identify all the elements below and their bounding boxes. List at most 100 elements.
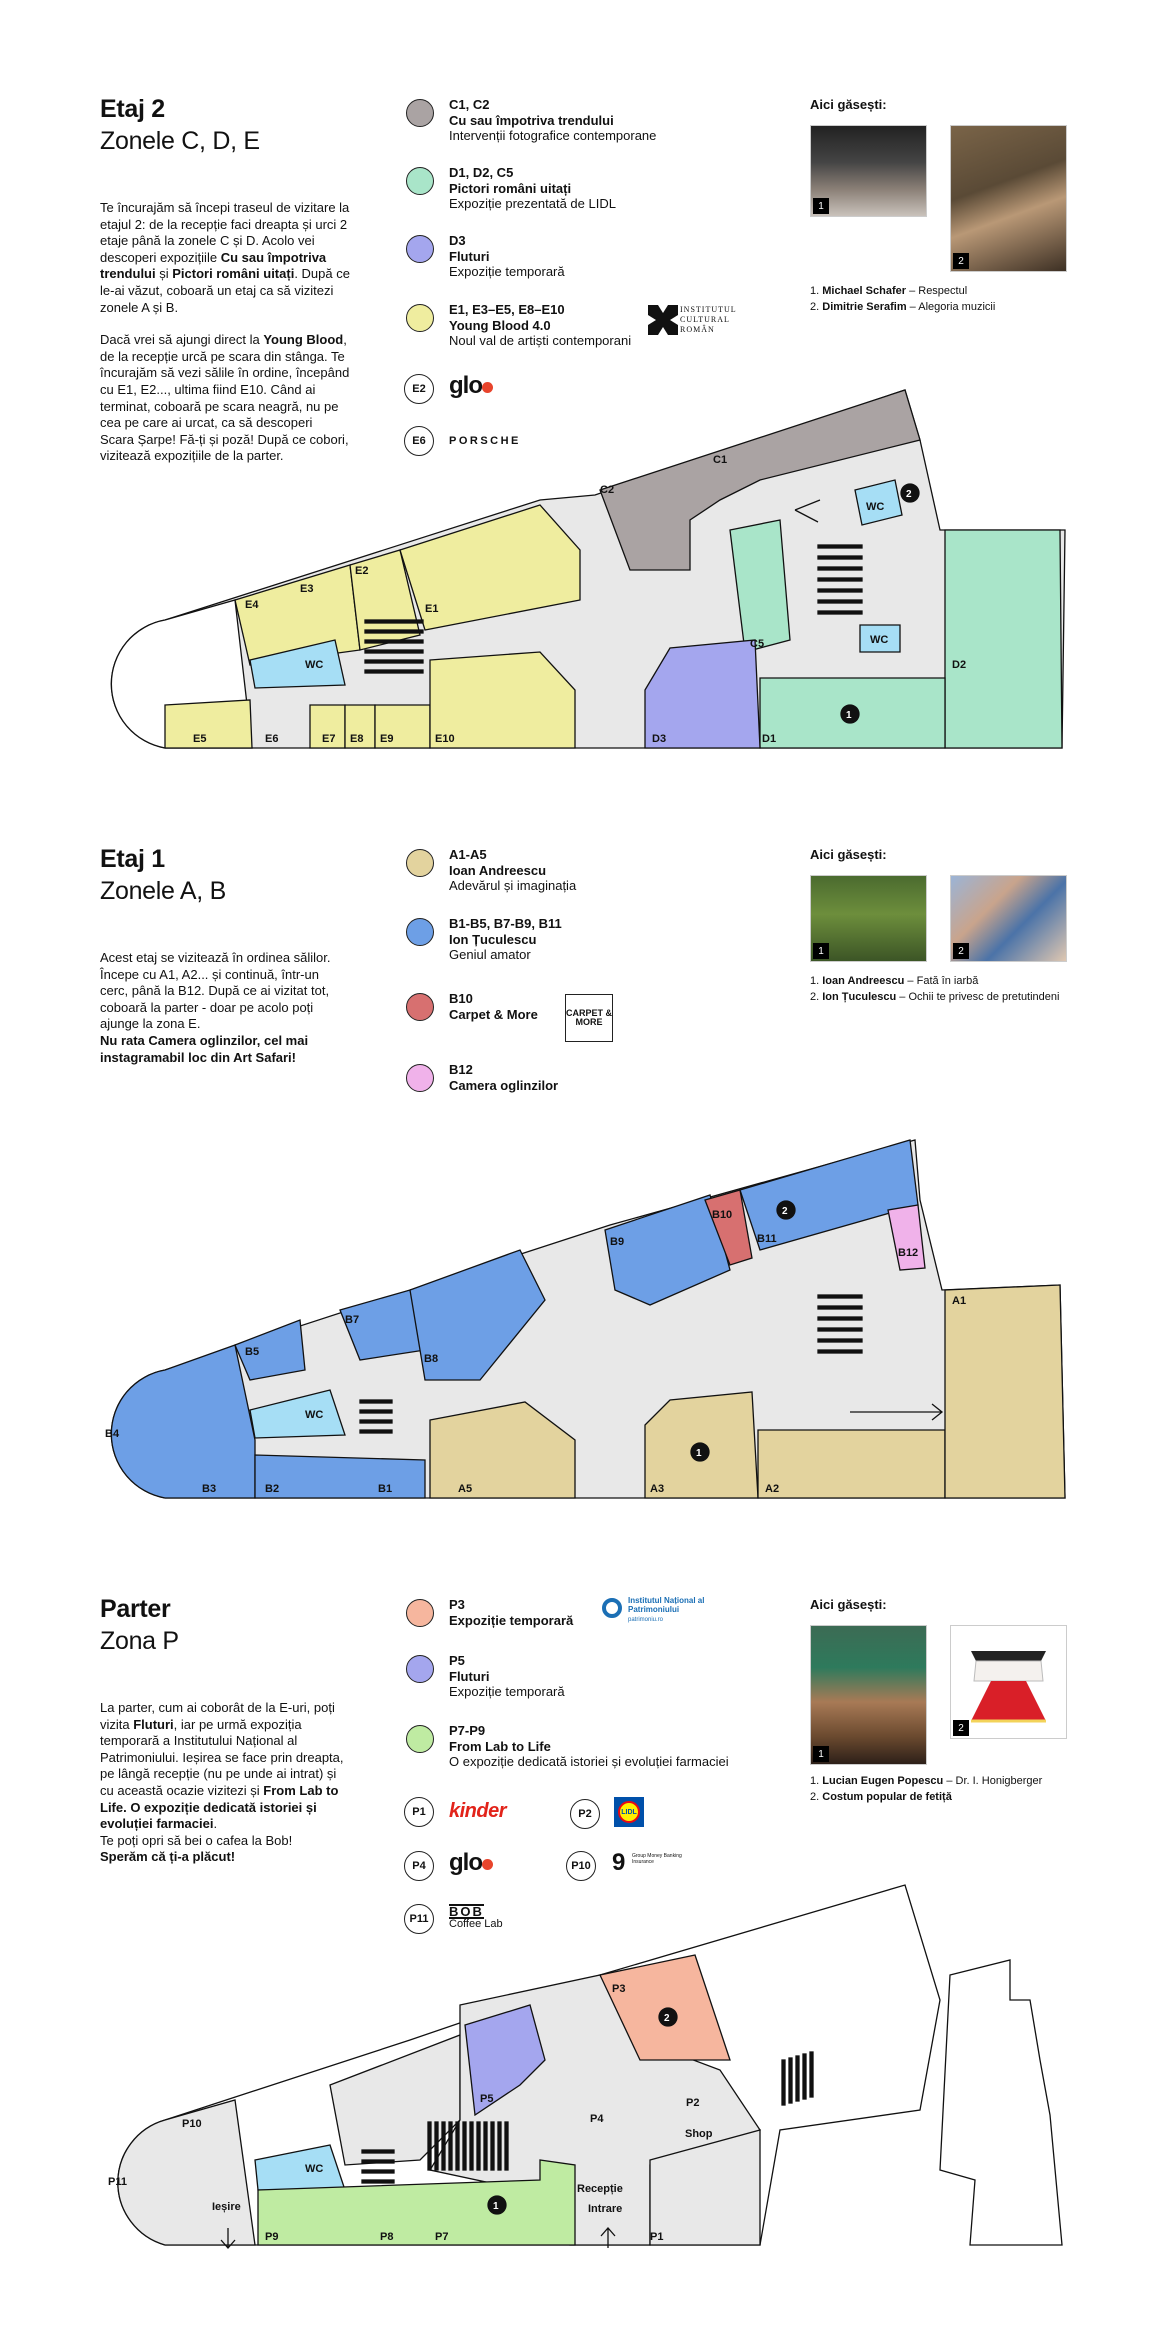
- photo-respectul: 1: [810, 125, 927, 217]
- glo-dot-icon-p4: [482, 1859, 493, 1870]
- room-a2: [757, 1429, 946, 1499]
- floor0-intro: La parter, cum ai coborât de la E-uri, p…: [100, 1700, 344, 1865]
- badge-e6: E6: [404, 426, 434, 456]
- label-b10: B10: [712, 1209, 732, 1221]
- arrow-a1: [850, 1403, 944, 1421]
- label-a5: A5: [458, 1483, 472, 1495]
- room-a1: [944, 1284, 1066, 1499]
- label-p1: P1: [650, 2231, 663, 2243]
- legend-dot-pink: [406, 1064, 434, 1092]
- room-b10: [704, 1189, 753, 1266]
- stairs-floor0-left: [361, 2149, 395, 2184]
- label-p7: P7: [435, 2231, 448, 2243]
- label-shop: Shop: [685, 2128, 713, 2140]
- photo-fata-in-iarba: 1: [810, 875, 927, 962]
- label-a1: A1: [952, 1295, 966, 1307]
- room-p7-p9: [257, 2159, 576, 2246]
- photo-alegoria-muzicii: 2: [950, 125, 1067, 272]
- bob-logo: BOB: [449, 1904, 484, 1919]
- label-wc-c-mid: WC: [870, 634, 888, 646]
- floor2-title: Etaj 2: [100, 95, 165, 123]
- label-p3: P3: [612, 1983, 625, 1995]
- room-e10: [429, 651, 576, 749]
- room-b8: [409, 1249, 546, 1381]
- label-a2: A2: [765, 1483, 779, 1495]
- label-wc-c-top: WC: [866, 501, 884, 513]
- floor1-intro: Acest etaj se vizitează în ordinea sălil…: [100, 950, 331, 1065]
- label-receptie: Recepție: [577, 2183, 623, 2195]
- marker-2-floor1: [776, 1200, 796, 1220]
- wc-e: [249, 639, 346, 689]
- marker-1-floor0: [487, 2195, 507, 2215]
- floor0-annex: [939, 1959, 1063, 2246]
- label-b11: B11: [757, 1233, 777, 1245]
- label-b2: B2: [265, 1483, 279, 1495]
- room-e5: [164, 699, 253, 749]
- floor1-captions: 1. Ioan Andreescu – Fată în iarbă 2. Ion…: [810, 975, 1060, 1003]
- marker-1-floor2: [840, 704, 860, 724]
- inp-logo-icon: [602, 1598, 622, 1618]
- room-b12: [887, 1204, 926, 1271]
- room-d2: [944, 529, 1063, 749]
- label-intrare: Intrare: [588, 2203, 622, 2215]
- badge-p1: P1: [404, 1797, 434, 1827]
- lidl-logo-text: LIDL: [618, 1801, 640, 1823]
- stairs-floor0-right: [781, 2051, 814, 2106]
- label-wc-floor1: WC: [305, 1409, 323, 1421]
- floor0-subtitle: Zona P: [100, 1627, 179, 1655]
- label-c5: C5: [750, 638, 764, 650]
- arrow-e2: [794, 499, 821, 523]
- arrow-iesire-icon: [220, 2228, 236, 2249]
- legend-dot-mint: [406, 167, 434, 195]
- room-e1: [399, 504, 581, 631]
- badge-p10: P10: [566, 1851, 596, 1881]
- icr-logo-icon: [648, 305, 678, 335]
- label-e2: E2: [355, 565, 368, 577]
- lidl-logo-icon: LIDL: [614, 1797, 644, 1827]
- room-b4b3: [110, 1344, 256, 1499]
- floor2-captions: 1. Michael Schafer – Respectul 2. Dimitr…: [810, 285, 996, 313]
- room-b5: [234, 1319, 306, 1381]
- group-9-logo-text: Group Money Banking Insurance: [632, 1853, 682, 1865]
- floor2-subtitle: Zonele C, D, E: [100, 127, 260, 155]
- room-e3: [349, 549, 421, 651]
- glo-dot-icon: [482, 382, 493, 393]
- label-d3: D3: [652, 733, 666, 745]
- badge-p11: P11: [404, 1904, 434, 1934]
- room-p3: [599, 1954, 731, 2061]
- label-p2: P2: [686, 2097, 699, 2109]
- label-wc-floor0: WC: [305, 2163, 323, 2175]
- room-c5: [729, 519, 791, 653]
- label-p9: P9: [265, 2231, 278, 2243]
- legend-dot-grey: [406, 99, 434, 127]
- floor0-captions: 1. Lucian Eugen Popescu – Dr. I. Honigbe…: [810, 1775, 1043, 1803]
- room-d3: [644, 639, 761, 749]
- label-b1: B1: [378, 1483, 392, 1495]
- label-e6: E6: [265, 733, 278, 745]
- inp-logo-url: patrimoniu.ro: [628, 1617, 664, 1623]
- legend-dot-tan: [406, 849, 434, 877]
- badge-e2: E2: [404, 374, 434, 404]
- label-b12: B12: [898, 1247, 918, 1259]
- carpet-more-logo: CARPET & MORE: [565, 994, 613, 1042]
- legend-dot-red: [406, 993, 434, 1021]
- legend-dot-yellow: [406, 304, 434, 332]
- marker-2-floor0-text: 2: [664, 2013, 670, 2024]
- marker-1-floor0-text: 1: [493, 2201, 499, 2212]
- marker-2-floor2: [900, 483, 920, 503]
- room-b9: [604, 1194, 731, 1306]
- label-e7: E7: [322, 733, 335, 745]
- room-p5: [464, 2004, 546, 2117]
- label-e8: E8: [350, 733, 363, 745]
- label-e3: E3: [300, 583, 313, 595]
- floor1-find-title: Aici găsești:: [810, 847, 887, 862]
- label-d2: D2: [952, 659, 966, 671]
- marker-2-floor2-text: 2: [906, 489, 912, 500]
- label-a3: A3: [650, 1483, 664, 1495]
- label-b8: B8: [424, 1353, 438, 1365]
